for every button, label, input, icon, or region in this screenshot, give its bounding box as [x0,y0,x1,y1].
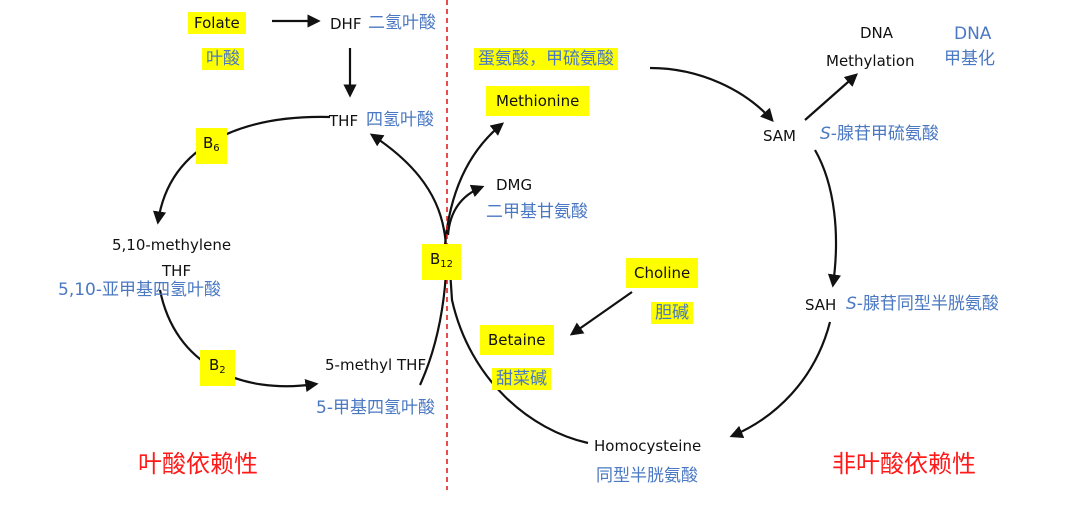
homocysteine-label: Homocysteine [594,437,702,455]
sam-zh-text: -腺苷甲硫氨酸 [830,124,939,144]
b12-cofactor: B12 [422,244,462,280]
dmg-zh-label: 二甲基甘氨酸 [486,202,588,222]
sam-zh-label: S-腺苷甲硫氨酸 [820,124,939,144]
dna-methylation-zh-line2: 甲基化 [944,49,995,69]
b12-sub: 12 [440,259,454,270]
arrow-sam-dna [804,73,858,121]
sah-label: SAH [805,296,837,314]
b6-cofactor: B6 [196,128,227,164]
methylene-thf-label-line1: 5,10-methylene [112,236,232,254]
homocysteine-zh-label: 同型半胱氨酸 [596,466,698,486]
b2-cofactor: B2 [200,350,235,386]
folate-independent-footer: 非叶酸依赖性 [832,450,976,478]
arrow-methylene-methylthf [158,289,319,393]
arrow-thf-methylene [153,115,331,225]
methyl-thf-label: 5-methyl THF [325,356,427,374]
b2-main: B [209,356,220,374]
sam-label: SAM [763,127,797,145]
betaine-zh-label: 甜菜碱 [492,368,551,390]
sah-zh-label: S-腺苷同型半胱氨酸 [846,294,999,314]
b6-sub: 6 [213,143,220,154]
methylene-thf-label-line2: THF [162,262,192,280]
dna-methylation-label-line1: DNA [860,24,894,42]
arrow-methylthf-thf [369,133,448,386]
betaine-label: Betaine [480,325,554,355]
folate-zh-label: 叶酸 [202,48,244,70]
b2-sub: 2 [219,365,226,376]
methionine-zh-label: 蛋氨酸，甲硫氨酸 [474,48,618,70]
b12-main: B [430,250,441,268]
methionine-label: Methionine [486,86,590,116]
dna-methylation-zh-line1: DNA [954,24,992,44]
folate-label: Folate [188,12,246,34]
arrow-met-sam [649,66,774,122]
choline-zh-label: 胆碱 [651,302,693,324]
arrow-sah-homocysteine [729,321,832,439]
b6-main: B [203,134,214,152]
sah-zh-prefix: S [846,294,857,314]
thf-label: THF [329,112,359,130]
dna-methylation-label-line2: Methylation [826,52,915,70]
folate-dependent-footer: 叶酸依赖性 [138,450,258,478]
methyl-thf-zh-label: 5-甲基四氢叶酸 [316,398,435,418]
sam-zh-prefix: S [820,124,831,144]
arrow-b12-dmg [446,184,485,236]
choline-label: Choline [626,258,699,288]
dhf-label: DHF [330,15,362,33]
dhf-zh-label: 二氢叶酸 [368,13,436,33]
arrow-homocysteine-b12 [448,269,589,445]
dmg-label: DMG [496,176,533,194]
thf-zh-label: 四氢叶酸 [366,110,434,130]
sah-zh-text: -腺苷同型半胱氨酸 [856,294,999,314]
arrow-choline-betaine [569,291,633,336]
methylene-thf-zh-label: 5,10-亚甲基四氢叶酸 [58,280,221,300]
arrow-sam-sah [814,149,841,288]
arrow-b12-methionine [443,122,505,246]
